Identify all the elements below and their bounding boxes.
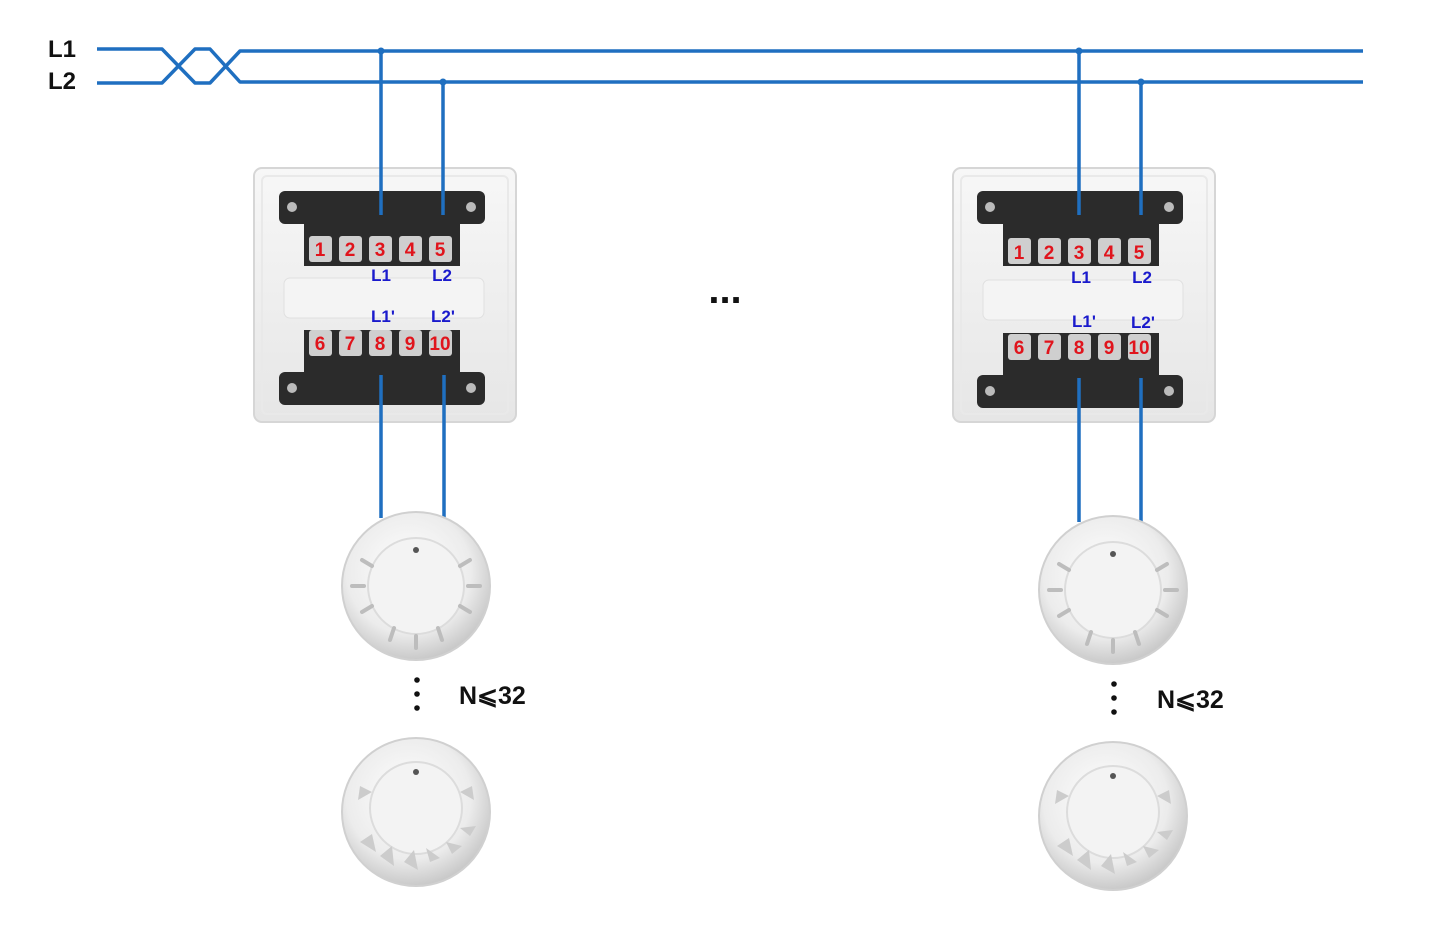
- terminal-number: 5: [435, 240, 446, 261]
- between-modules-ellipsis: ...: [708, 268, 741, 312]
- terminal-number: 7: [345, 334, 356, 355]
- terminal-number: 6: [315, 334, 326, 355]
- terminal-number: 1: [1014, 243, 1025, 264]
- terminal-number: 10: [1128, 338, 1149, 359]
- wire-label-out: L2': [431, 307, 455, 326]
- detector-count-label: N⩽32: [1157, 686, 1224, 714]
- terminal-number: 7: [1044, 338, 1055, 359]
- wire-label-in: L1: [1071, 268, 1091, 287]
- terminal-number: 8: [1074, 338, 1085, 359]
- vertical-dots: [1111, 681, 1117, 715]
- wire-label-in: L2: [432, 266, 452, 285]
- module-1: 1 2 3 4 5 6 7 8 9 10 L1 L2 L1' L2': [253, 47, 526, 887]
- wire-label-out: L2': [1131, 313, 1155, 332]
- terminal-number: 9: [1104, 338, 1115, 359]
- wire-label-out: L1': [1072, 312, 1096, 331]
- bus-lines: [97, 47, 1363, 85]
- terminal-number: 3: [1074, 243, 1085, 264]
- bus-line-l2: [97, 47, 1363, 85]
- smoke-detector-icon: [341, 737, 491, 887]
- terminal-number: 2: [1044, 243, 1055, 264]
- detector-count-label: N⩽32: [459, 682, 526, 710]
- bus-l1-label: L1: [48, 36, 76, 63]
- terminal-number: 5: [1134, 243, 1145, 264]
- terminal-number: 4: [1104, 243, 1115, 264]
- terminal-number: 8: [375, 334, 386, 355]
- terminal-number: 10: [429, 334, 450, 355]
- terminal-number: 6: [1014, 338, 1025, 359]
- smoke-detector-icon: [341, 511, 491, 661]
- wire-label-in: L2: [1132, 268, 1152, 287]
- smoke-detector-icon: [1038, 515, 1188, 665]
- terminal-number: 1: [315, 240, 326, 261]
- vertical-dots: [414, 677, 420, 711]
- terminal-number: 9: [405, 334, 416, 355]
- junction-box-icon: [253, 167, 517, 423]
- terminal-number: 4: [405, 240, 416, 261]
- wire-label-in: L1: [371, 266, 391, 285]
- wire-label-out: L1': [371, 307, 395, 326]
- smoke-detector-icon: [1038, 741, 1188, 891]
- module-wires: [379, 51, 446, 518]
- module-2: 1 2 3 4 5 6 7 8 9 10 L1 L2 L1' L2': [952, 47, 1224, 891]
- bus-l2-label: L2: [48, 68, 76, 95]
- module-wires: [1077, 51, 1143, 522]
- bus-line-l1: [97, 47, 1363, 85]
- terminal-number: 3: [375, 240, 386, 261]
- junction-box-icon: [952, 167, 1216, 423]
- terminal-number: 2: [345, 240, 356, 261]
